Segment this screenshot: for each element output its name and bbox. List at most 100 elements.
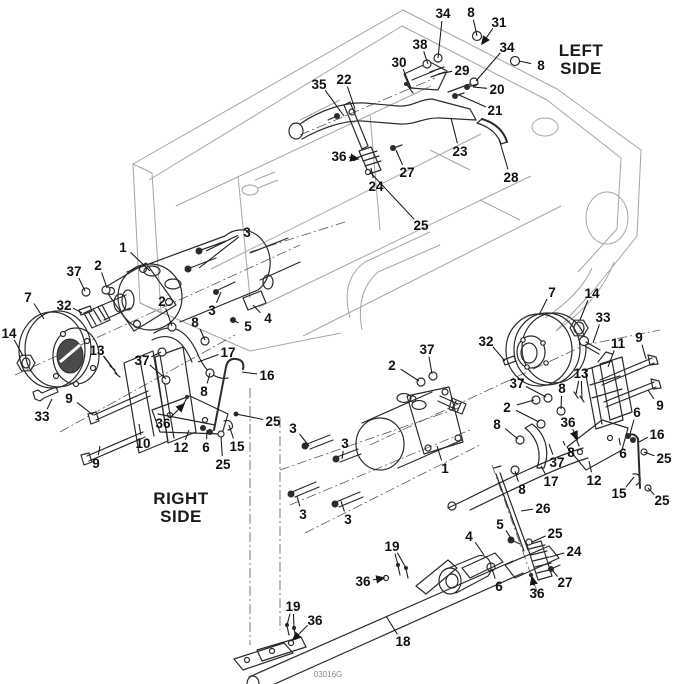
callout-25: 25 [215,457,231,472]
callout-12: 12 [173,440,188,455]
callout-3: 3 [289,421,297,436]
leader-line-8 [472,19,478,37]
leader-line-14 [579,300,589,321]
callout-36: 36 [529,586,545,601]
callout-25: 25 [547,526,563,541]
callout-36: 36 [155,416,171,431]
callout-10: 10 [135,436,150,451]
callout-36: 36 [560,415,576,430]
callout-27: 27 [399,165,414,180]
callout-3: 3 [341,436,349,451]
callout-6: 6 [495,579,503,594]
leader-line-9 [76,402,94,416]
leader-line-19 [394,553,399,566]
leader-line-3 [299,433,310,447]
callout-33: 33 [595,310,611,325]
callout-14: 14 [584,286,600,301]
leader-line-37 [428,356,433,375]
callout-8: 8 [518,482,526,497]
leader-line-15 [228,424,234,439]
leader-line-31 [481,28,494,46]
callout-34: 34 [435,6,451,21]
callout-18: 18 [395,634,411,649]
leader-line-26 [520,508,534,512]
leader-line-25 [531,535,546,543]
leader-line-3 [296,495,301,507]
leader-line-3 [340,500,345,512]
callout-29: 29 [454,63,469,78]
centerlines [14,77,661,645]
leader-line-37 [149,364,167,380]
callout-8: 8 [567,445,575,460]
top-linkage-drawing [288,30,521,176]
leader-line-12 [588,460,593,473]
callout-3: 3 [344,512,352,527]
callout-31: 31 [491,15,507,30]
callout-33: 33 [34,409,50,424]
callout-3: 3 [299,507,307,522]
leader-line-3 [341,450,344,460]
callout-6: 6 [619,446,627,461]
callout-1: 1 [119,240,127,255]
callout-9: 9 [92,456,100,471]
leader-line-2 [515,409,540,423]
left-brake-assembly-drawing [16,229,301,466]
leader-line-13 [575,380,580,395]
callout-19: 19 [285,599,300,614]
leader-line-27 [395,149,403,166]
callout-2: 2 [158,294,166,309]
callout-22: 22 [336,72,351,87]
leader-line-11 [607,350,615,368]
callout-21: 21 [487,103,503,118]
callout-8: 8 [200,384,208,399]
callout-27: 27 [557,575,572,590]
callout-8: 8 [191,315,199,330]
callout-36: 36 [307,613,323,628]
callout-12: 12 [586,473,601,488]
callout-38: 38 [412,37,428,52]
callout-7: 7 [24,290,32,305]
leader-line-17 [197,354,219,363]
callout-7: 7 [548,285,556,300]
leader-line-36 [291,625,308,642]
callout-26: 26 [535,501,551,516]
callout-24: 24 [368,179,384,194]
leader-line-34 [475,52,501,82]
callout-19: 19 [384,539,399,554]
callout-5: 5 [496,517,504,532]
leader-line-28 [498,138,509,170]
callout-15: 15 [611,486,627,501]
leader-line-34 [437,20,443,59]
leader-line-38 [423,51,429,65]
callout-16: 16 [259,368,275,383]
leader-line-1 [436,445,443,461]
leader-line-32 [492,346,506,362]
leader-line-16 [241,371,258,375]
callout-25: 25 [413,218,429,233]
callout-13: 13 [573,366,589,381]
callout-37: 37 [509,376,524,391]
leader-line-15 [625,476,635,488]
callout-15: 15 [229,439,245,454]
leader-line-22 [346,86,356,110]
leader-line-20 [472,86,488,89]
callout-8: 8 [558,381,566,396]
leader-line-19 [292,613,295,629]
leader-line-6 [618,437,621,446]
leader-line-29 [437,70,453,75]
callout-4: 4 [465,529,473,544]
callout-36: 36 [355,574,371,589]
callout-28: 28 [503,170,519,185]
leader-line-7 [538,298,548,316]
leader-line-10 [138,423,142,436]
callout-9: 9 [635,330,643,345]
leader-line-32 [72,307,83,314]
leader-line-9 [97,445,101,456]
leader-line-2 [101,272,108,289]
callout-37: 37 [66,264,81,279]
callout-17: 17 [220,345,235,360]
leader-line-8 [560,395,563,410]
leader-line-36 [348,153,360,162]
